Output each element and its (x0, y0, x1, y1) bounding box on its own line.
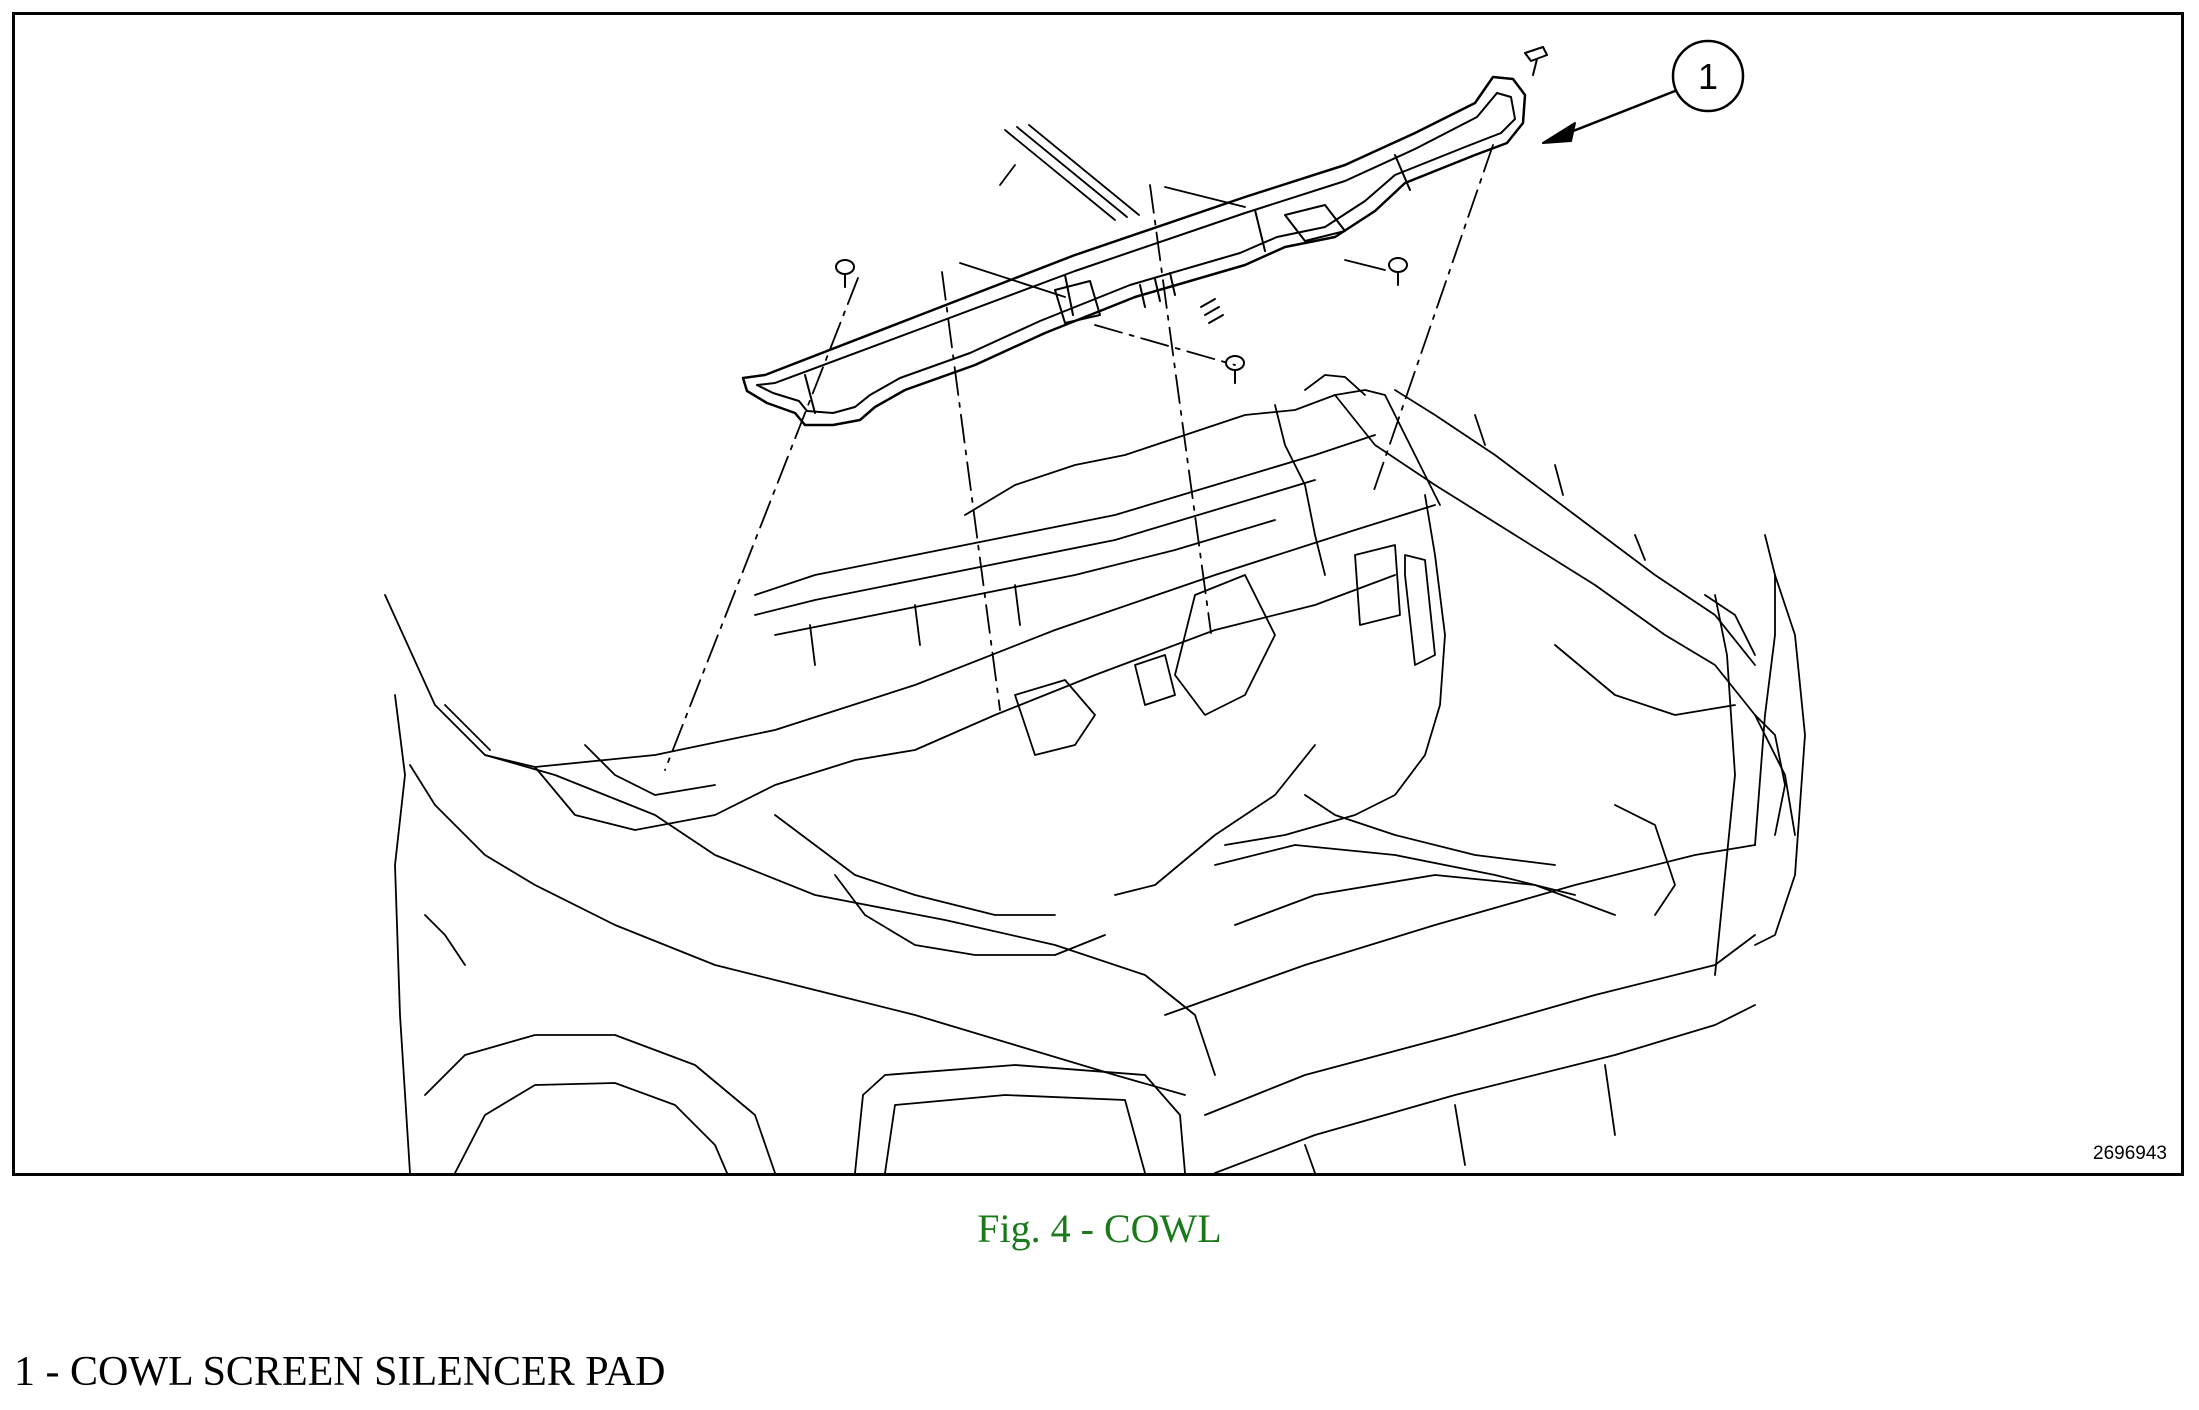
leader-lines (959, 164, 1386, 298)
figure-caption: Fig. 4 - COWL (977, 1206, 1222, 1251)
callout-number: 1 (1698, 56, 1718, 97)
alignment-lines (664, 144, 1494, 771)
fastener-pins (835, 46, 1548, 384)
windshield-edge (1004, 124, 1140, 221)
legend-item: 1 - COWL SCREEN SILENCER PAD (14, 1349, 666, 1395)
callout-1 (1542, 39, 1745, 144)
figure-id: 2696943 (2093, 1143, 2167, 1164)
vehicle-body-structure (384, 374, 1806, 1173)
figure-frame: 1 2696943 (12, 12, 2184, 1176)
cowl-screen-silencer-pad (741, 75, 1527, 427)
cowl-illustration: 1 (384, 39, 1806, 1173)
